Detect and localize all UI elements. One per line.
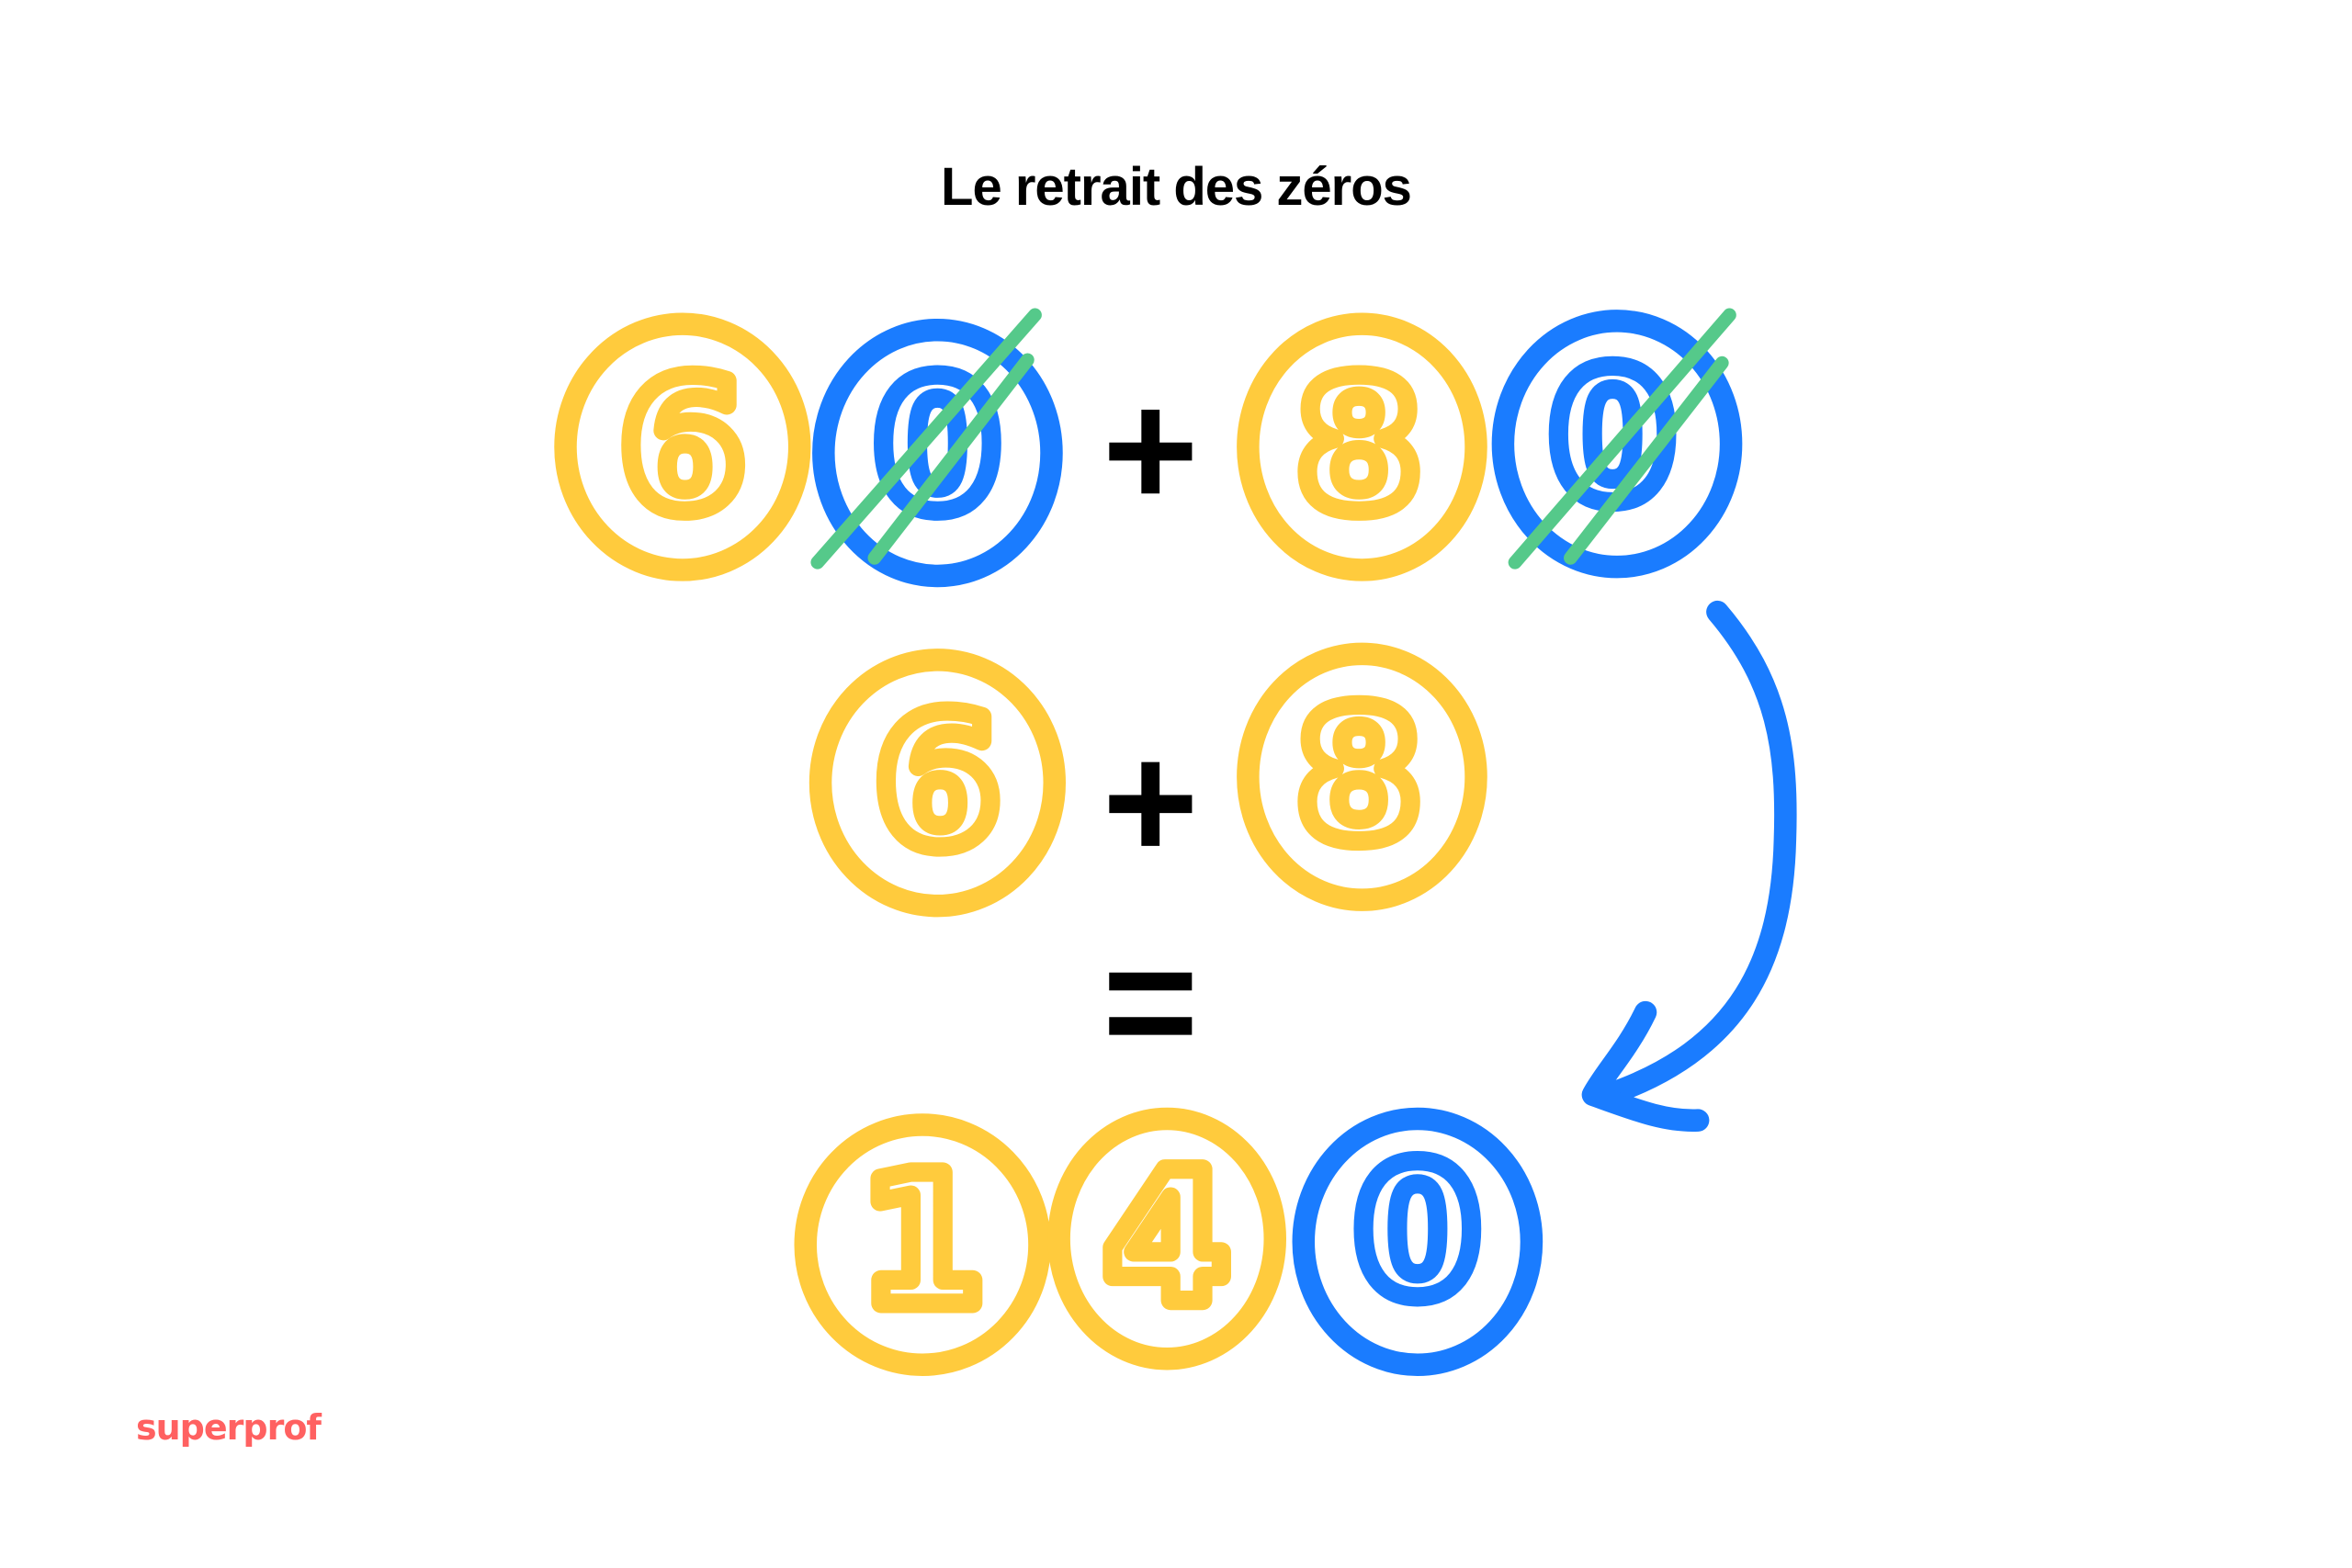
curved-arrow-icon: [1581, 600, 1797, 1132]
digit-6: 6: [875, 678, 1000, 887]
blue-circle: [1491, 310, 1743, 579]
blue-circle: [1292, 1107, 1544, 1376]
digit-4: 4: [1104, 1134, 1229, 1344]
yellow-circle: [1237, 642, 1487, 911]
digit-1: 1: [860, 1137, 985, 1347]
yellow-circle: [1047, 1107, 1286, 1371]
yellow-circle: [808, 649, 1066, 918]
page-title: Le retrait des zéros: [941, 157, 1412, 217]
superprof-logo: superprof: [136, 1407, 322, 1448]
plus-sign: +: [1102, 710, 1199, 895]
strike-line: [810, 308, 1042, 570]
yellow-circle: [1237, 312, 1487, 581]
strike-line: [1508, 308, 1736, 570]
strike-line: [867, 353, 1035, 565]
digit-0: 0: [1355, 1128, 1480, 1337]
digit-6: 6: [620, 343, 745, 552]
digit-8: 8: [1296, 343, 1421, 552]
yellow-circle: [554, 312, 811, 581]
yellow-circle: [794, 1113, 1051, 1376]
row1-term-a: 6 0: [554, 308, 1063, 588]
blue-circle: [812, 318, 1063, 588]
row1-term-b: 8 0: [1237, 308, 1743, 581]
strike-line: [1564, 355, 1729, 565]
equals-sign: =: [1102, 909, 1199, 1094]
plus-sign: +: [1102, 357, 1199, 542]
digit-8: 8: [1296, 672, 1421, 882]
